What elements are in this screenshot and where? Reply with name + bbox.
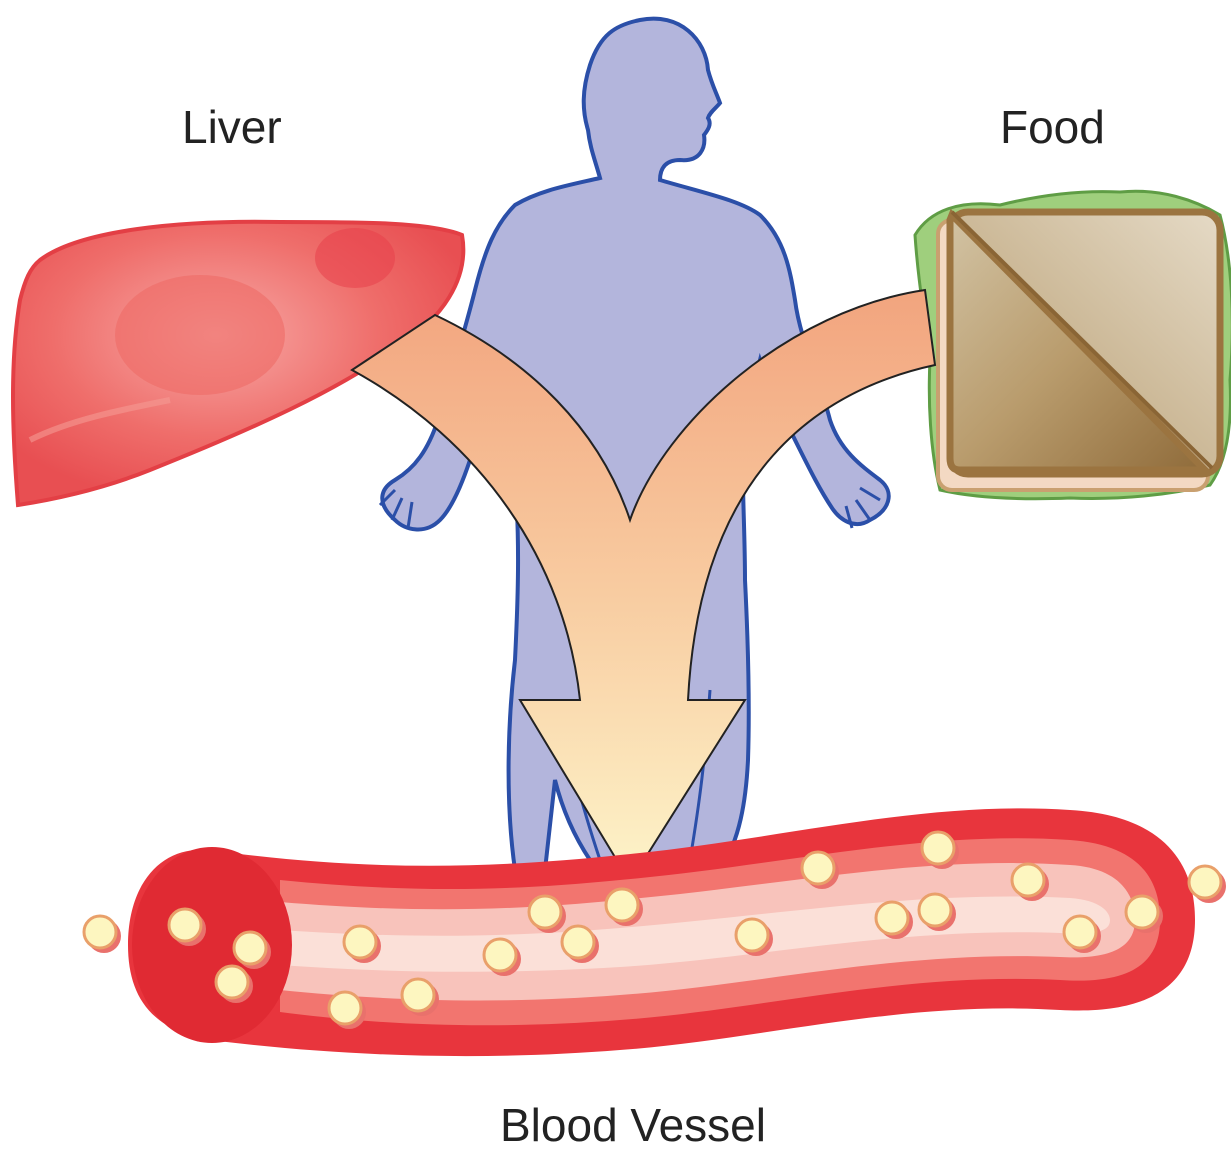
liver-label: Liver (182, 100, 282, 154)
glucose-particle (1189, 866, 1226, 903)
food-label: Food (1000, 100, 1105, 154)
glucose-particle (84, 916, 121, 953)
blood-vessel-label: Blood Vessel (500, 1098, 766, 1152)
sandwich-icon (915, 191, 1231, 498)
